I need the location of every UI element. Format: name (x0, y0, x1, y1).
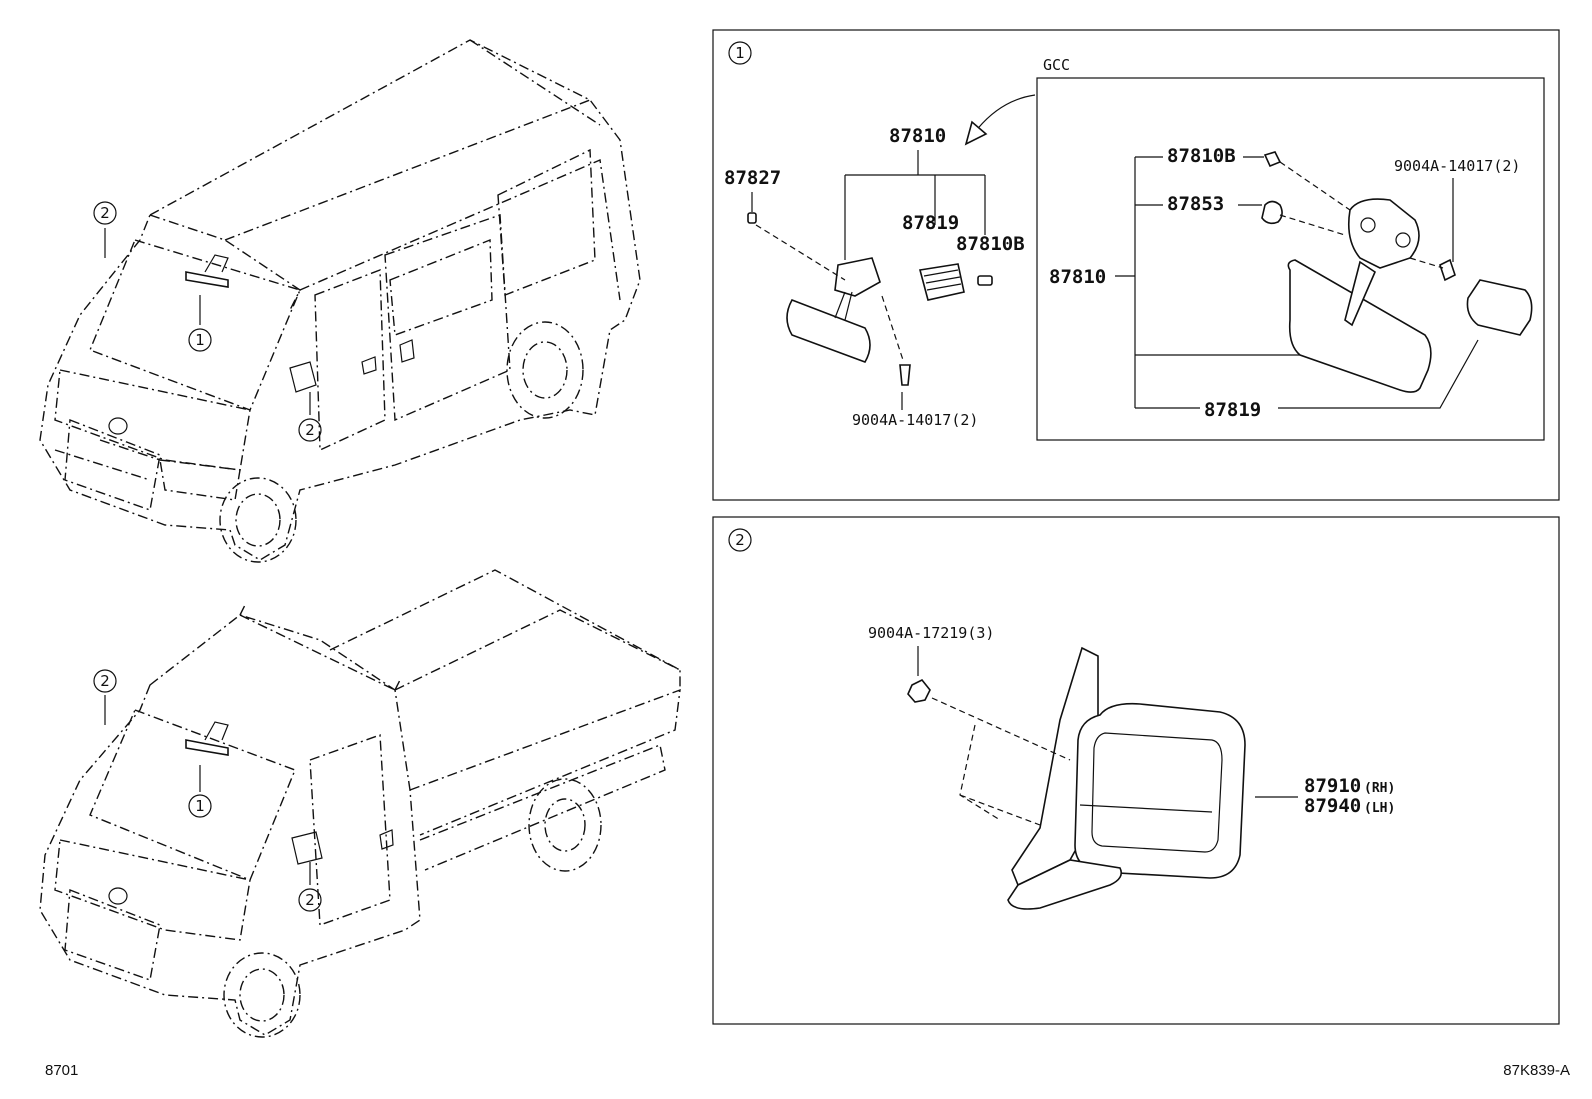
svg-text:2: 2 (735, 531, 745, 549)
footer-left-code: 8701 (45, 1062, 78, 1079)
label-87940-lh: (LH) (1364, 801, 1395, 816)
gcc-arrow (974, 94, 1036, 133)
section-2-frame (712, 516, 1560, 1025)
label-gcc-87810: 87810 (1049, 266, 1106, 288)
gcc-label: GCC (1043, 56, 1070, 74)
bracket-87810 (844, 150, 986, 260)
gcc-arrow-head (964, 120, 988, 146)
label-87940: 87940 (1304, 795, 1361, 817)
rearview-mirror-gcc (1261, 151, 1533, 393)
label-gcc-87810b: 87810B (1167, 145, 1236, 167)
outside-mirror (907, 646, 1246, 910)
svg-text:2: 2 (305, 421, 315, 439)
label-9004a-17219: 9004A-17219(3) (868, 624, 994, 642)
truck-illustration (39, 569, 681, 1038)
svg-text:2: 2 (100, 672, 110, 690)
gcc-brackets (1115, 156, 1479, 409)
truck-callout-2-side[interactable]: 2 (298, 888, 322, 912)
footer-right-code: 87K839-A (1503, 1062, 1570, 1079)
van-callout-2-side[interactable]: 2 (298, 418, 322, 442)
svg-text:1: 1 (735, 44, 745, 62)
label-87819: 87819 (902, 212, 959, 234)
label-gcc-87819: 87819 (1204, 399, 1261, 421)
label-gcc-9004a: 9004A-14017(2) (1394, 157, 1520, 175)
van-callout-1[interactable]: 1 (188, 328, 212, 352)
label-87827: 87827 (724, 167, 781, 189)
svg-text:1: 1 (195, 797, 205, 815)
gcc-frame (1036, 77, 1545, 441)
gcc-leaders (1238, 156, 1454, 262)
label-87810b: 87810B (956, 233, 1025, 255)
section-1-frame (712, 29, 1560, 501)
section-1-marker[interactable]: 1 (728, 41, 752, 65)
van-illustration (39, 39, 641, 563)
truck-callout-1[interactable]: 1 (188, 794, 212, 818)
rearview-mirror-standard (747, 212, 993, 386)
label-87910-rh: (RH) (1364, 781, 1395, 796)
svg-text:1: 1 (195, 331, 205, 349)
label-gcc-87853: 87853 (1167, 193, 1224, 215)
section-2-marker[interactable]: 2 (728, 528, 752, 552)
svg-text:2: 2 (100, 204, 110, 222)
van-callout-2-windshield[interactable]: 2 (93, 201, 117, 225)
truck-callout-2-windshield[interactable]: 2 (93, 669, 117, 693)
svg-text:2: 2 (305, 891, 315, 909)
label-87910: 87910 (1304, 775, 1361, 797)
label-87810: 87810 (889, 125, 946, 147)
label-9004a-14017-left: 9004A-14017(2) (852, 411, 978, 429)
